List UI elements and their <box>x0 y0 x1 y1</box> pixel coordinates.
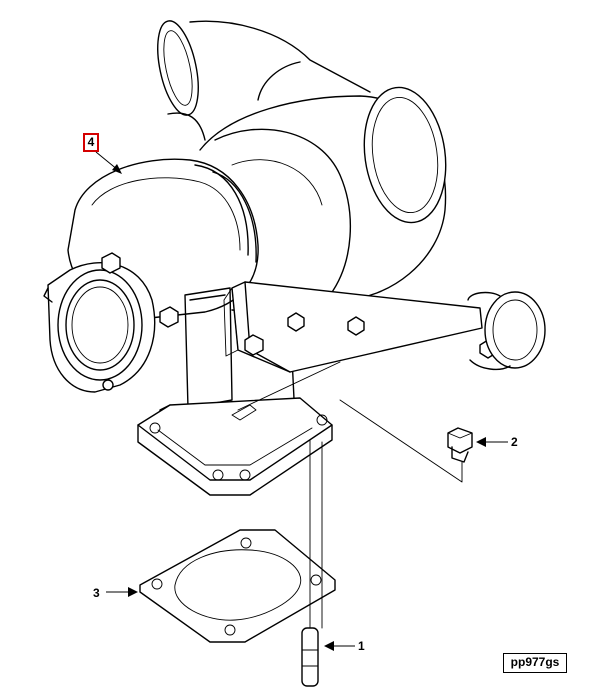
gasket <box>139 529 336 643</box>
turbine-inlet-flange <box>43 262 156 393</box>
flange-nut <box>447 427 473 463</box>
callout-leaders <box>95 151 508 651</box>
support-bracket <box>223 281 497 421</box>
callout-label-1: 1 <box>358 639 365 653</box>
reference-code-box: pp977gs <box>503 653 567 673</box>
mounting-stud <box>301 627 319 687</box>
assembly-alignment-lines <box>309 399 463 629</box>
callout-label-3: 3 <box>93 586 100 600</box>
callout-label-2: 2 <box>511 435 518 449</box>
compressor-housing <box>199 86 447 301</box>
callout-label-4: 4 <box>83 133 99 152</box>
compressor-inlet <box>467 291 546 371</box>
mounting-flange-base <box>137 397 333 496</box>
compressor-outlet-elbow <box>157 20 371 141</box>
